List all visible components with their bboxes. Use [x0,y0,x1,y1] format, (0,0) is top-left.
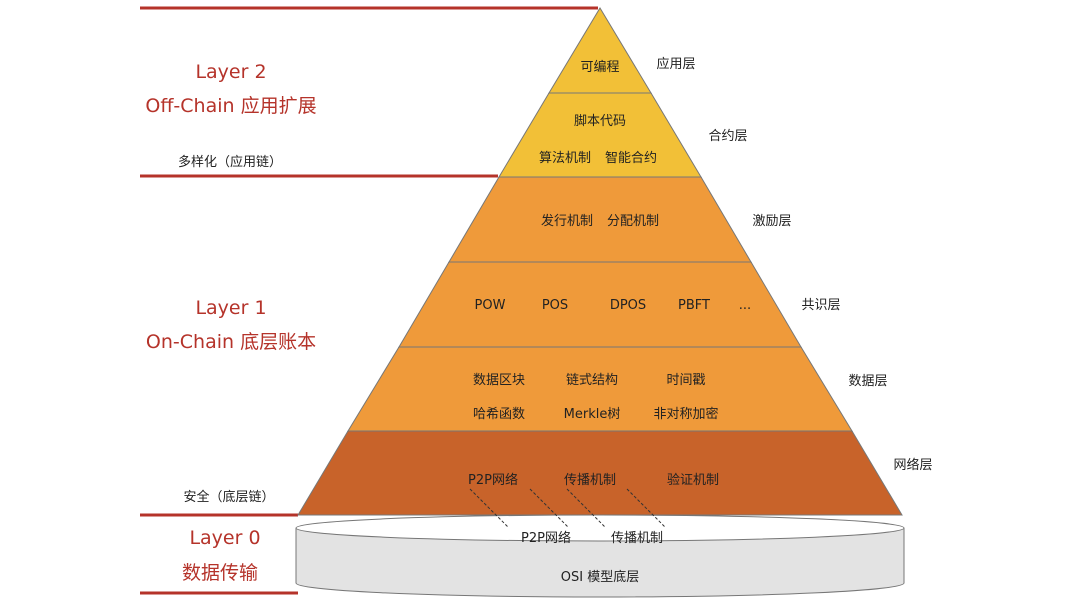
consensus-item: POW [475,298,506,313]
data-item: 链式结构 [566,373,618,388]
base-item: P2P网络 [521,530,571,546]
contract-item: 脚本代码 [574,113,626,129]
tier-label-contract: 合约层 [708,129,747,144]
layer1-subtitle: On-Chain 底层账本 [146,331,316,353]
tier-label-app: 应用层 [656,56,695,72]
connector-spread-1 [566,488,606,528]
data-item: Merkle树 [564,407,621,422]
contract-item: 智能合约 [605,151,657,166]
connector-spread-2 [626,488,666,528]
base-item: 传播机制 [611,531,663,546]
incentive-item: 分配机制 [607,214,659,229]
network-item: P2P网络 [468,472,518,488]
consensus-item: DPOS [610,298,646,313]
contract-item: 算法机制 [539,151,591,166]
tier-label-data: 数据层 [848,374,887,389]
network-item: 验证机制 [667,472,719,488]
tier-incentive [448,176,752,263]
consensus-item: PBFT [678,298,710,313]
incentive-item: 发行机制 [541,213,593,229]
app-item: 可编程 [580,60,619,75]
base-cylinder-top [295,514,905,542]
data-item: 数据区块 [473,373,525,388]
layer0-note: 安全（底层链） [183,489,274,505]
layer2-title: Layer 2 [195,61,266,83]
data-item: 非对称加密 [653,406,718,422]
layer2-subtitle: Off-Chain 应用扩展 [145,95,316,117]
consensus-item: POS [542,298,568,313]
layer0-title: Layer 0 [189,527,260,549]
connector-p2p-1 [469,488,509,528]
data-item: 时间戳 [666,373,705,388]
tier-label-incentive: 激励层 [752,214,791,229]
layer0-subtitle: 数据传输 [182,562,258,584]
network-item: 传播机制 [564,473,616,488]
tier-network [297,430,903,516]
base-cylinder-body [295,528,905,598]
consensus-item: ... [739,298,751,313]
connector-p2p-2 [529,488,569,528]
tier-label-network: 网络层 [893,457,932,473]
tier-label-consensus: 共识层 [801,298,840,313]
layer1-title: Layer 1 [195,297,266,319]
tier-app [548,7,652,94]
tier-contract [498,92,702,178]
layer2-note: 多样化（应用链） [178,154,282,170]
base-label: OSI 模型底层 [561,569,639,585]
data-item: 哈希函数 [473,407,525,422]
